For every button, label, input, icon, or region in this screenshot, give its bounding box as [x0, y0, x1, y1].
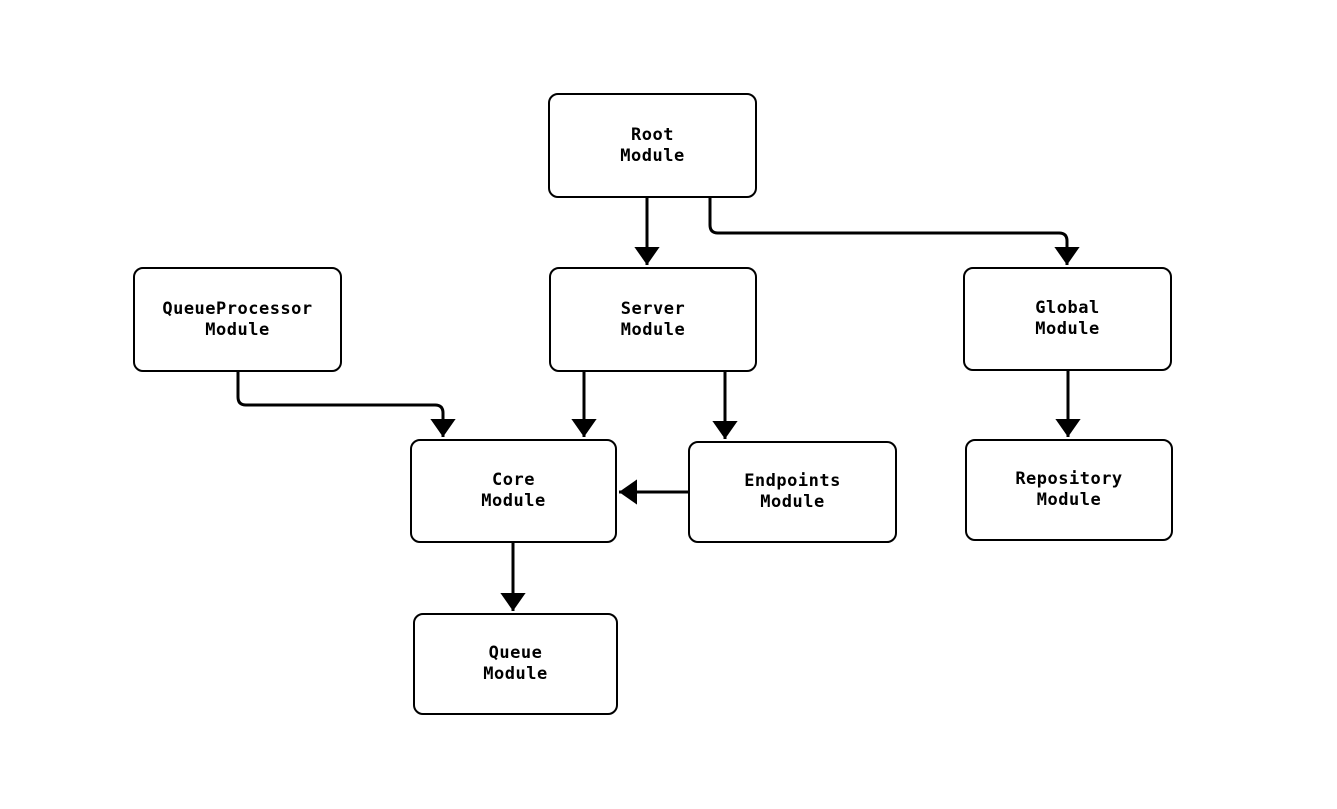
node-endpoints-module: Endpoints Module — [688, 441, 897, 543]
node-label: Global Module — [1035, 298, 1100, 339]
node-queue-module: Queue Module — [413, 613, 618, 715]
node-label: QueueProcessor Module — [162, 298, 313, 340]
edge-queueprocessor-to-core — [236, 372, 456, 437]
node-label: Server Module — [620, 298, 686, 340]
edge-root-to-global — [708, 198, 1080, 265]
node-label: Repository Module — [1015, 469, 1123, 510]
node-core-module: Core Module — [410, 439, 617, 543]
node-queueprocessor-module: QueueProcessor Module — [133, 267, 342, 372]
node-label: Endpoints Module — [744, 471, 841, 512]
node-label: Root Module — [620, 124, 685, 166]
node-repository-module: Repository Module — [965, 439, 1173, 541]
node-root-module: Root Module — [548, 93, 757, 198]
node-label: Queue Module — [483, 643, 548, 684]
node-label: Core Module — [481, 470, 546, 511]
node-global-module: Global Module — [963, 267, 1172, 371]
node-server-module: Server Module — [549, 267, 757, 372]
